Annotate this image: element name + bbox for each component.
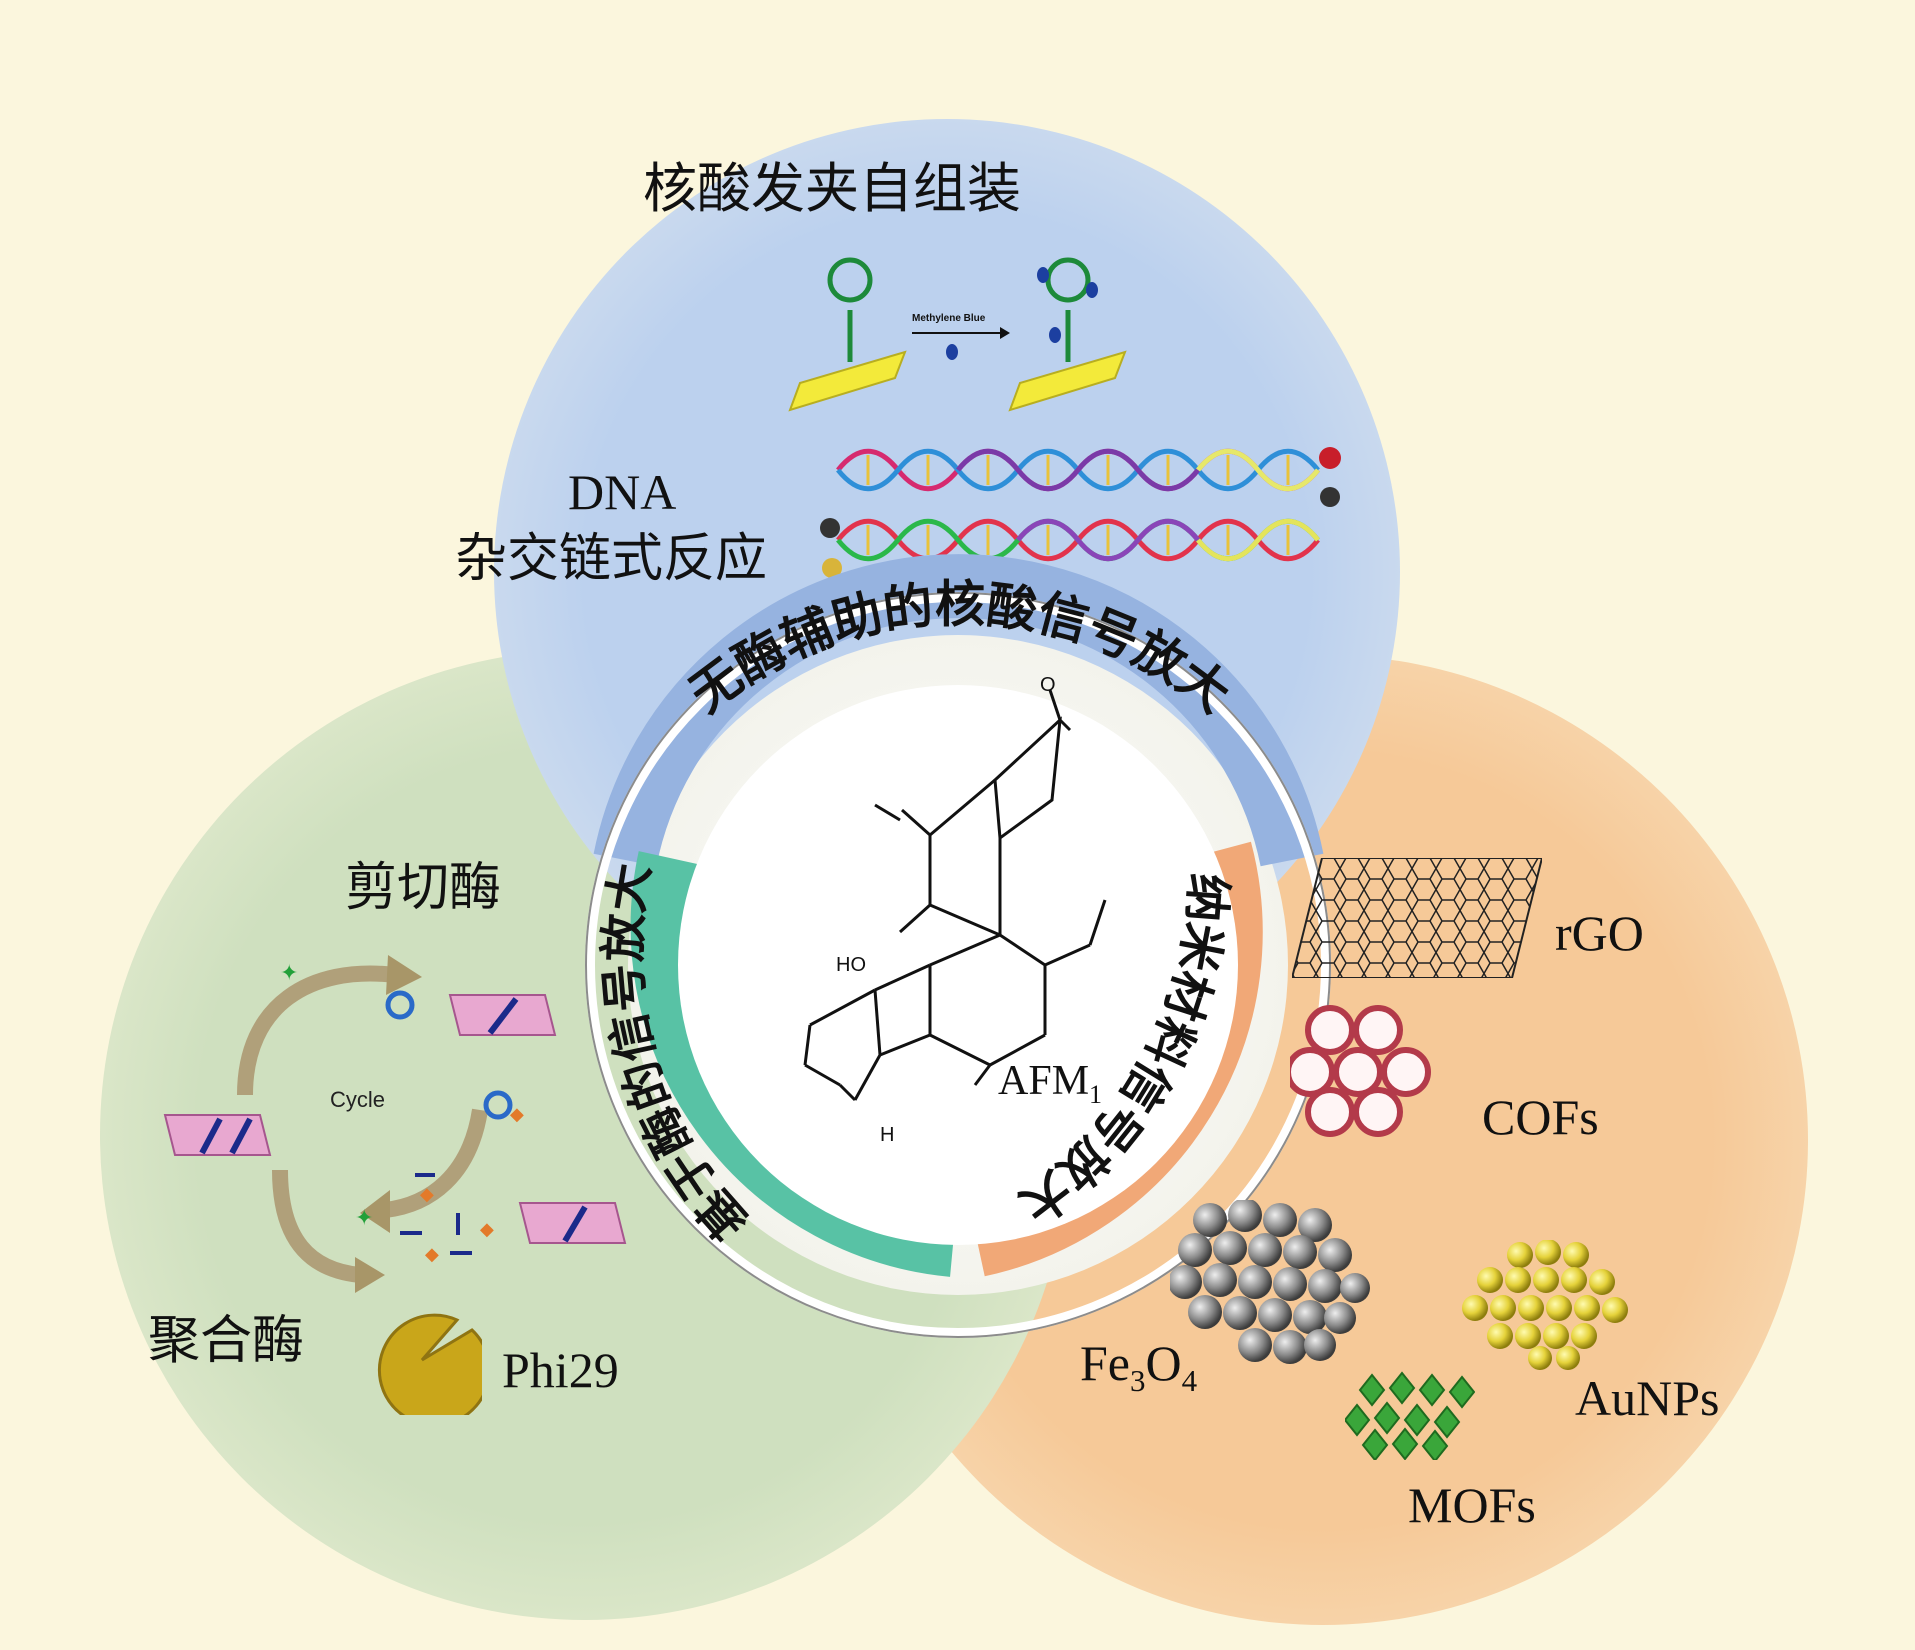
atom-label-ho: HO <box>836 954 866 976</box>
atom-label-o: O <box>1040 674 1056 696</box>
molecule-disc <box>678 685 1238 1245</box>
fe3o4-element-fe: Fe <box>1080 1335 1130 1391</box>
dna-label: DNA <box>568 464 677 520</box>
molecule-name-main: AFM <box>998 1058 1090 1104</box>
aunps-graphic <box>1462 1240 1628 1370</box>
fe3o4-sub-4: 4 <box>1181 1362 1198 1398</box>
hairpin-assembly-title: 核酸发夹自组装 <box>643 157 1021 220</box>
svg-text:✦: ✦ <box>355 1206 373 1231</box>
svg-text:◆: ◆ <box>510 1104 524 1125</box>
mofs-label: MOFs <box>1408 1477 1536 1533</box>
molecule-name: AFM1 <box>998 1060 1102 1108</box>
aunps-label: AuNPs <box>1575 1370 1720 1426</box>
hairpin-assembly-sketch <box>788 257 1127 412</box>
svg-text:◆: ◆ <box>420 1184 434 1205</box>
cycle-label: Cycle <box>330 1087 385 1112</box>
atom-label-h: H <box>880 1124 895 1146</box>
mofs-graphic <box>1345 1371 1475 1460</box>
svg-text:◆: ◆ <box>480 1219 494 1240</box>
rgo-sheet-graphic <box>1292 858 1542 978</box>
nicking-cycle-graphic: Cycle ✦ ✦ ◆ ◆ ◆ ◆ <box>163 955 627 1293</box>
fe3o4-nanoparticles-graphic <box>1170 1200 1370 1364</box>
polymerase-title: 聚合酶 <box>148 1311 305 1371</box>
fe3o4-sub-3: 3 <box>1130 1362 1146 1398</box>
dna-helix-graphic <box>820 447 1341 578</box>
afm1-structure <box>803 689 1107 1102</box>
molecule-name-subscript: 1 <box>1089 1080 1103 1110</box>
fe3o4-label: Fe3O4 <box>1080 1338 1197 1396</box>
svg-text:◆: ◆ <box>425 1244 439 1265</box>
reagent-label: Methylene Blue <box>912 313 986 324</box>
phi29-pacman-icon <box>377 1313 482 1415</box>
cofs-label: COFs <box>1482 1089 1599 1145</box>
nicking-enzyme-title: 剪切酶 <box>345 858 502 918</box>
rgo-label: rGO <box>1555 905 1644 961</box>
svg-text:✦: ✦ <box>280 961 298 986</box>
fe3o4-element-o: O <box>1145 1335 1182 1391</box>
hcr-label: 杂交链式反应 <box>455 529 768 589</box>
cofs-graphic <box>1290 1005 1431 1137</box>
phi29-label: Phi29 <box>502 1342 619 1398</box>
